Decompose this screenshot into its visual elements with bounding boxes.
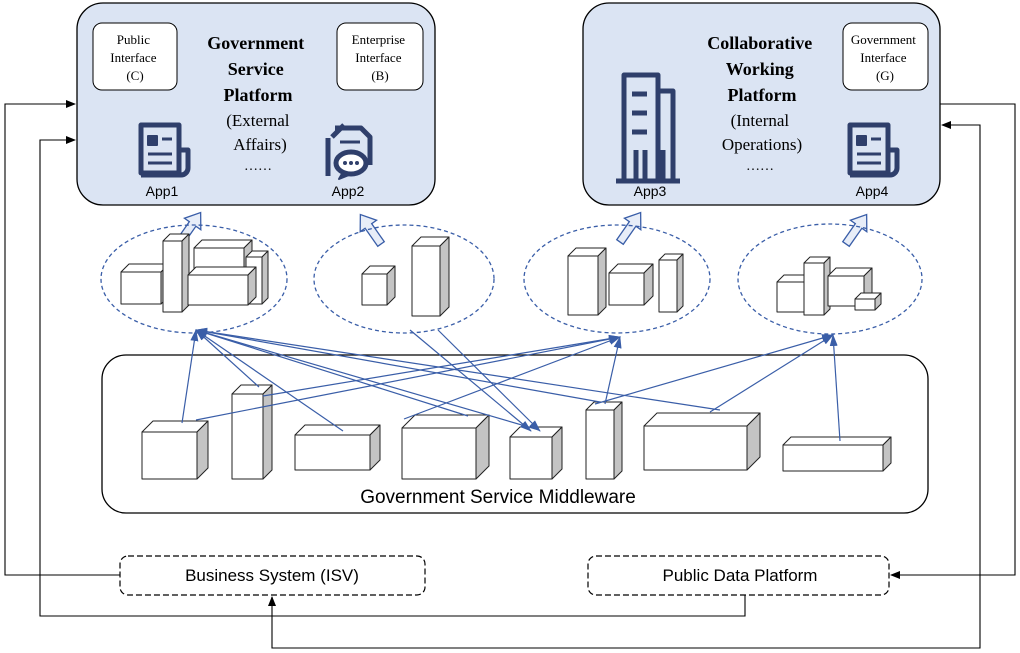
document-icon — [847, 122, 900, 178]
app3-label: App3 — [634, 183, 667, 199]
enterprise-interface-line: (B) — [371, 68, 388, 83]
svg-text:Government Interface: Government Interface (G) — [851, 32, 919, 83]
dependency-arrow — [195, 329, 540, 431]
cube-shape — [231, 384, 273, 480]
right-ellipsis: …… — [746, 159, 774, 174]
dependency-arrow — [594, 334, 834, 405]
cube-shape — [658, 253, 684, 313]
cube-shape — [411, 236, 450, 317]
app2-label: App2 — [332, 183, 365, 199]
dependency-arrow — [181, 329, 199, 424]
up-arrow — [359, 213, 386, 248]
svg-text:Public Interface: Public Interface (C) — [110, 32, 159, 83]
cluster-ellipse — [737, 223, 923, 335]
cube-shape — [567, 247, 607, 316]
cluster-ellipse — [313, 224, 495, 334]
chat-document-icon — [325, 123, 373, 180]
public-interface-line: (C) — [126, 68, 143, 83]
business-system-label: Business System (ISV) — [185, 566, 359, 585]
dependency-arrow — [195, 335, 621, 421]
dependency-arrow — [437, 329, 541, 432]
right-platform-title: Collaborative Working Platform — [707, 33, 817, 105]
cube-shape — [294, 424, 381, 471]
up-arrow — [615, 211, 642, 246]
connector-line — [890, 103, 1016, 579]
cube-shape — [782, 436, 892, 472]
cube-shape — [187, 266, 257, 306]
government-interface-box: Government Interface (G) — [842, 22, 929, 91]
cube-shape — [120, 263, 170, 305]
document-icon — [138, 122, 191, 178]
left-ellipsis: …… — [244, 159, 272, 174]
dependency-arrow — [195, 329, 344, 432]
public-interface-line: Public — [117, 32, 150, 47]
dependency-arrow — [262, 334, 621, 397]
middleware-cubes — [141, 384, 892, 480]
dependency-arrow — [403, 336, 621, 420]
public-interface-box: Public Interface (C) — [92, 22, 178, 91]
svg-text:Enterprise Interface: Enterprise Interface (B) — [352, 32, 409, 83]
cube-shape — [509, 426, 563, 480]
cube-shape — [361, 265, 396, 306]
enterprise-interface-box: Enterprise Interface (B) — [336, 22, 424, 91]
cube-shape — [643, 412, 761, 471]
dependency-arrow — [829, 334, 841, 442]
connector-lines — [4, 100, 1016, 649]
cube-shape — [803, 256, 831, 316]
dependency-arrow — [195, 329, 469, 417]
public-data-platform-box: Public Data Platform — [587, 555, 890, 596]
enterprise-interface-line: Enterprise — [352, 32, 406, 47]
cluster-ellipse — [100, 224, 288, 334]
government-service-platform: Public Interface (C) Enterprise Interfac… — [76, 2, 436, 206]
business-system-box: Business System (ISV) — [119, 555, 426, 596]
cluster-ellipse — [523, 224, 711, 334]
app1-label: App1 — [146, 183, 179, 199]
app4-label: App4 — [856, 183, 889, 199]
right-platform-subtitle: (Internal Operations) — [722, 111, 802, 154]
cube-shape — [608, 263, 654, 306]
connector-line — [271, 121, 981, 649]
dependency-arrow — [604, 336, 622, 405]
public-interface-line: Interface — [110, 50, 156, 65]
cube-shape — [401, 414, 490, 480]
middleware-label: Government Service Middleware — [360, 487, 636, 508]
cluster-cubes — [120, 233, 882, 317]
up-arrow — [841, 213, 868, 248]
dependency-arrow — [709, 334, 834, 413]
middleware-to-cluster-arrows — [181, 327, 841, 442]
cube-shape — [141, 420, 209, 480]
building-icon — [616, 72, 680, 184]
dependency-arrow — [195, 327, 601, 403]
government-interface-line: Interface — [860, 50, 906, 65]
cube-shape — [854, 292, 882, 311]
connector-line — [4, 100, 120, 576]
left-platform-title: Government Service Platform — [207, 33, 308, 105]
public-data-platform-label: Public Data Platform — [663, 566, 818, 585]
collaborative-working-platform: Government Interface (G) Collaborative W… — [582, 2, 941, 206]
dependency-arrow — [409, 329, 532, 432]
cube-shape — [585, 401, 623, 480]
left-platform-subtitle: (External Affairs) — [226, 111, 294, 154]
connector-line — [39, 136, 746, 617]
service-clusters — [100, 223, 923, 335]
government-interface-line: (G) — [876, 68, 894, 83]
government-interface-line: Government — [851, 32, 916, 47]
cube-shape — [162, 233, 190, 313]
enterprise-interface-line: Interface — [355, 50, 401, 65]
cluster-to-app-arrows — [175, 211, 868, 248]
